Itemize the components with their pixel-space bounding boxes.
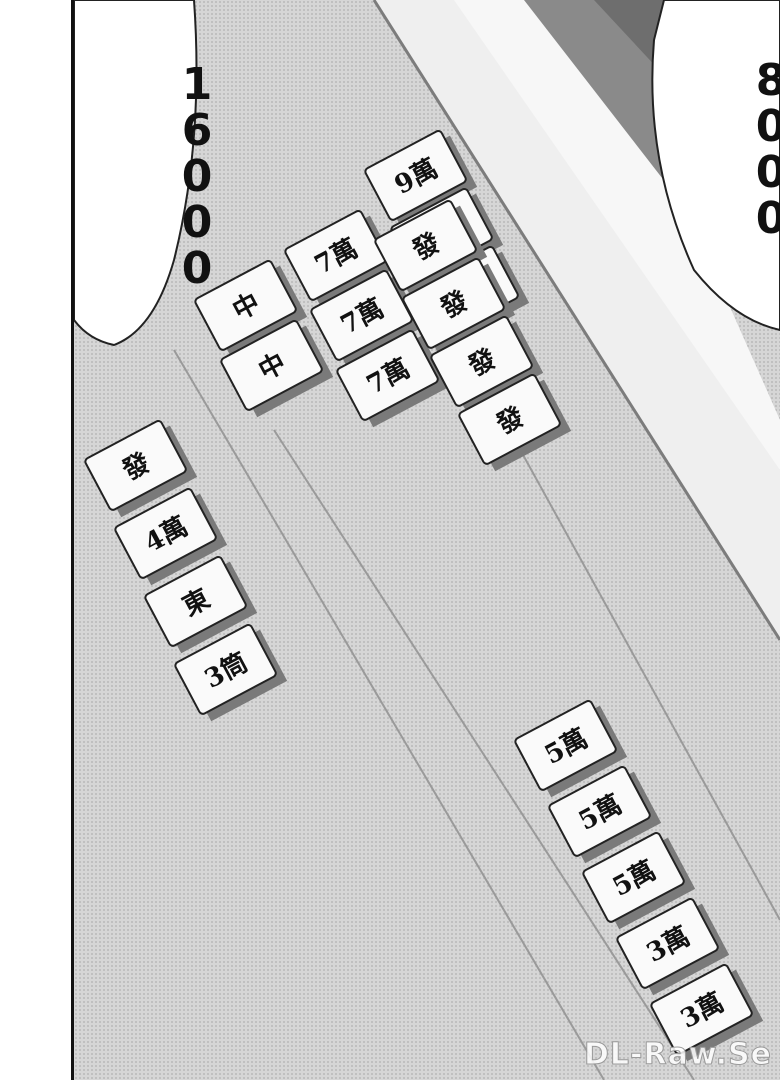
tile-kan-center-2: 7萬 [336, 330, 450, 428]
tile-hand-left-1: 4萬 [114, 488, 228, 586]
page-margin [0, 0, 74, 1080]
speech-bubble-right [651, 0, 780, 332]
tile-kan-center-0: 7萬 [284, 210, 398, 308]
tile-hand-right-4: 3萬 [650, 964, 764, 1062]
score-bubble-left: 16000 [181, 59, 213, 294]
tile-hand-right-1: 5萬 [548, 766, 662, 864]
tile-hand-right-3: 3萬 [616, 898, 730, 996]
tile-layer: 9萬9萬9萬中中7萬7萬7萬發發發發發4萬東3筒5萬5萬5萬3萬3萬 [84, 130, 764, 1062]
mahjong-table-scene: 9萬9萬9萬中中7萬7萬7萬發發發發發4萬東3筒5萬5萬5萬3萬3萬 16000… [74, 0, 780, 1080]
speech-bubble-left [74, 0, 198, 347]
tile-chun-pair-1: 中 [220, 320, 334, 418]
score-bubble-right: 8000 [755, 55, 780, 244]
tile-pung-right-1: 發 [402, 258, 516, 356]
tile-pung-right-2: 發 [430, 316, 544, 414]
tile-hand-left-2: 東 [144, 556, 258, 654]
tile-hand-right-0: 5萬 [514, 700, 628, 798]
tile-hand-left-0: 發 [84, 420, 198, 518]
tile-pung-right-3: 發 [458, 374, 572, 472]
tile-kan-center-1: 7萬 [310, 270, 424, 368]
tile-chun-pair-0: 中 [194, 260, 308, 358]
tile-pung-right-0: 發 [374, 200, 488, 298]
watermark: DL-Raw.Se [584, 1037, 772, 1073]
table-illustration: 9萬9萬9萬中中7萬7萬7萬發發發發發4萬東3筒5萬5萬5萬3萬3萬 [74, 0, 780, 1080]
tile-hand-right-2: 5萬 [582, 832, 696, 930]
tile-pung-left-0: 9萬 [364, 130, 478, 228]
tile-hand-left-3: 3筒 [174, 624, 288, 722]
